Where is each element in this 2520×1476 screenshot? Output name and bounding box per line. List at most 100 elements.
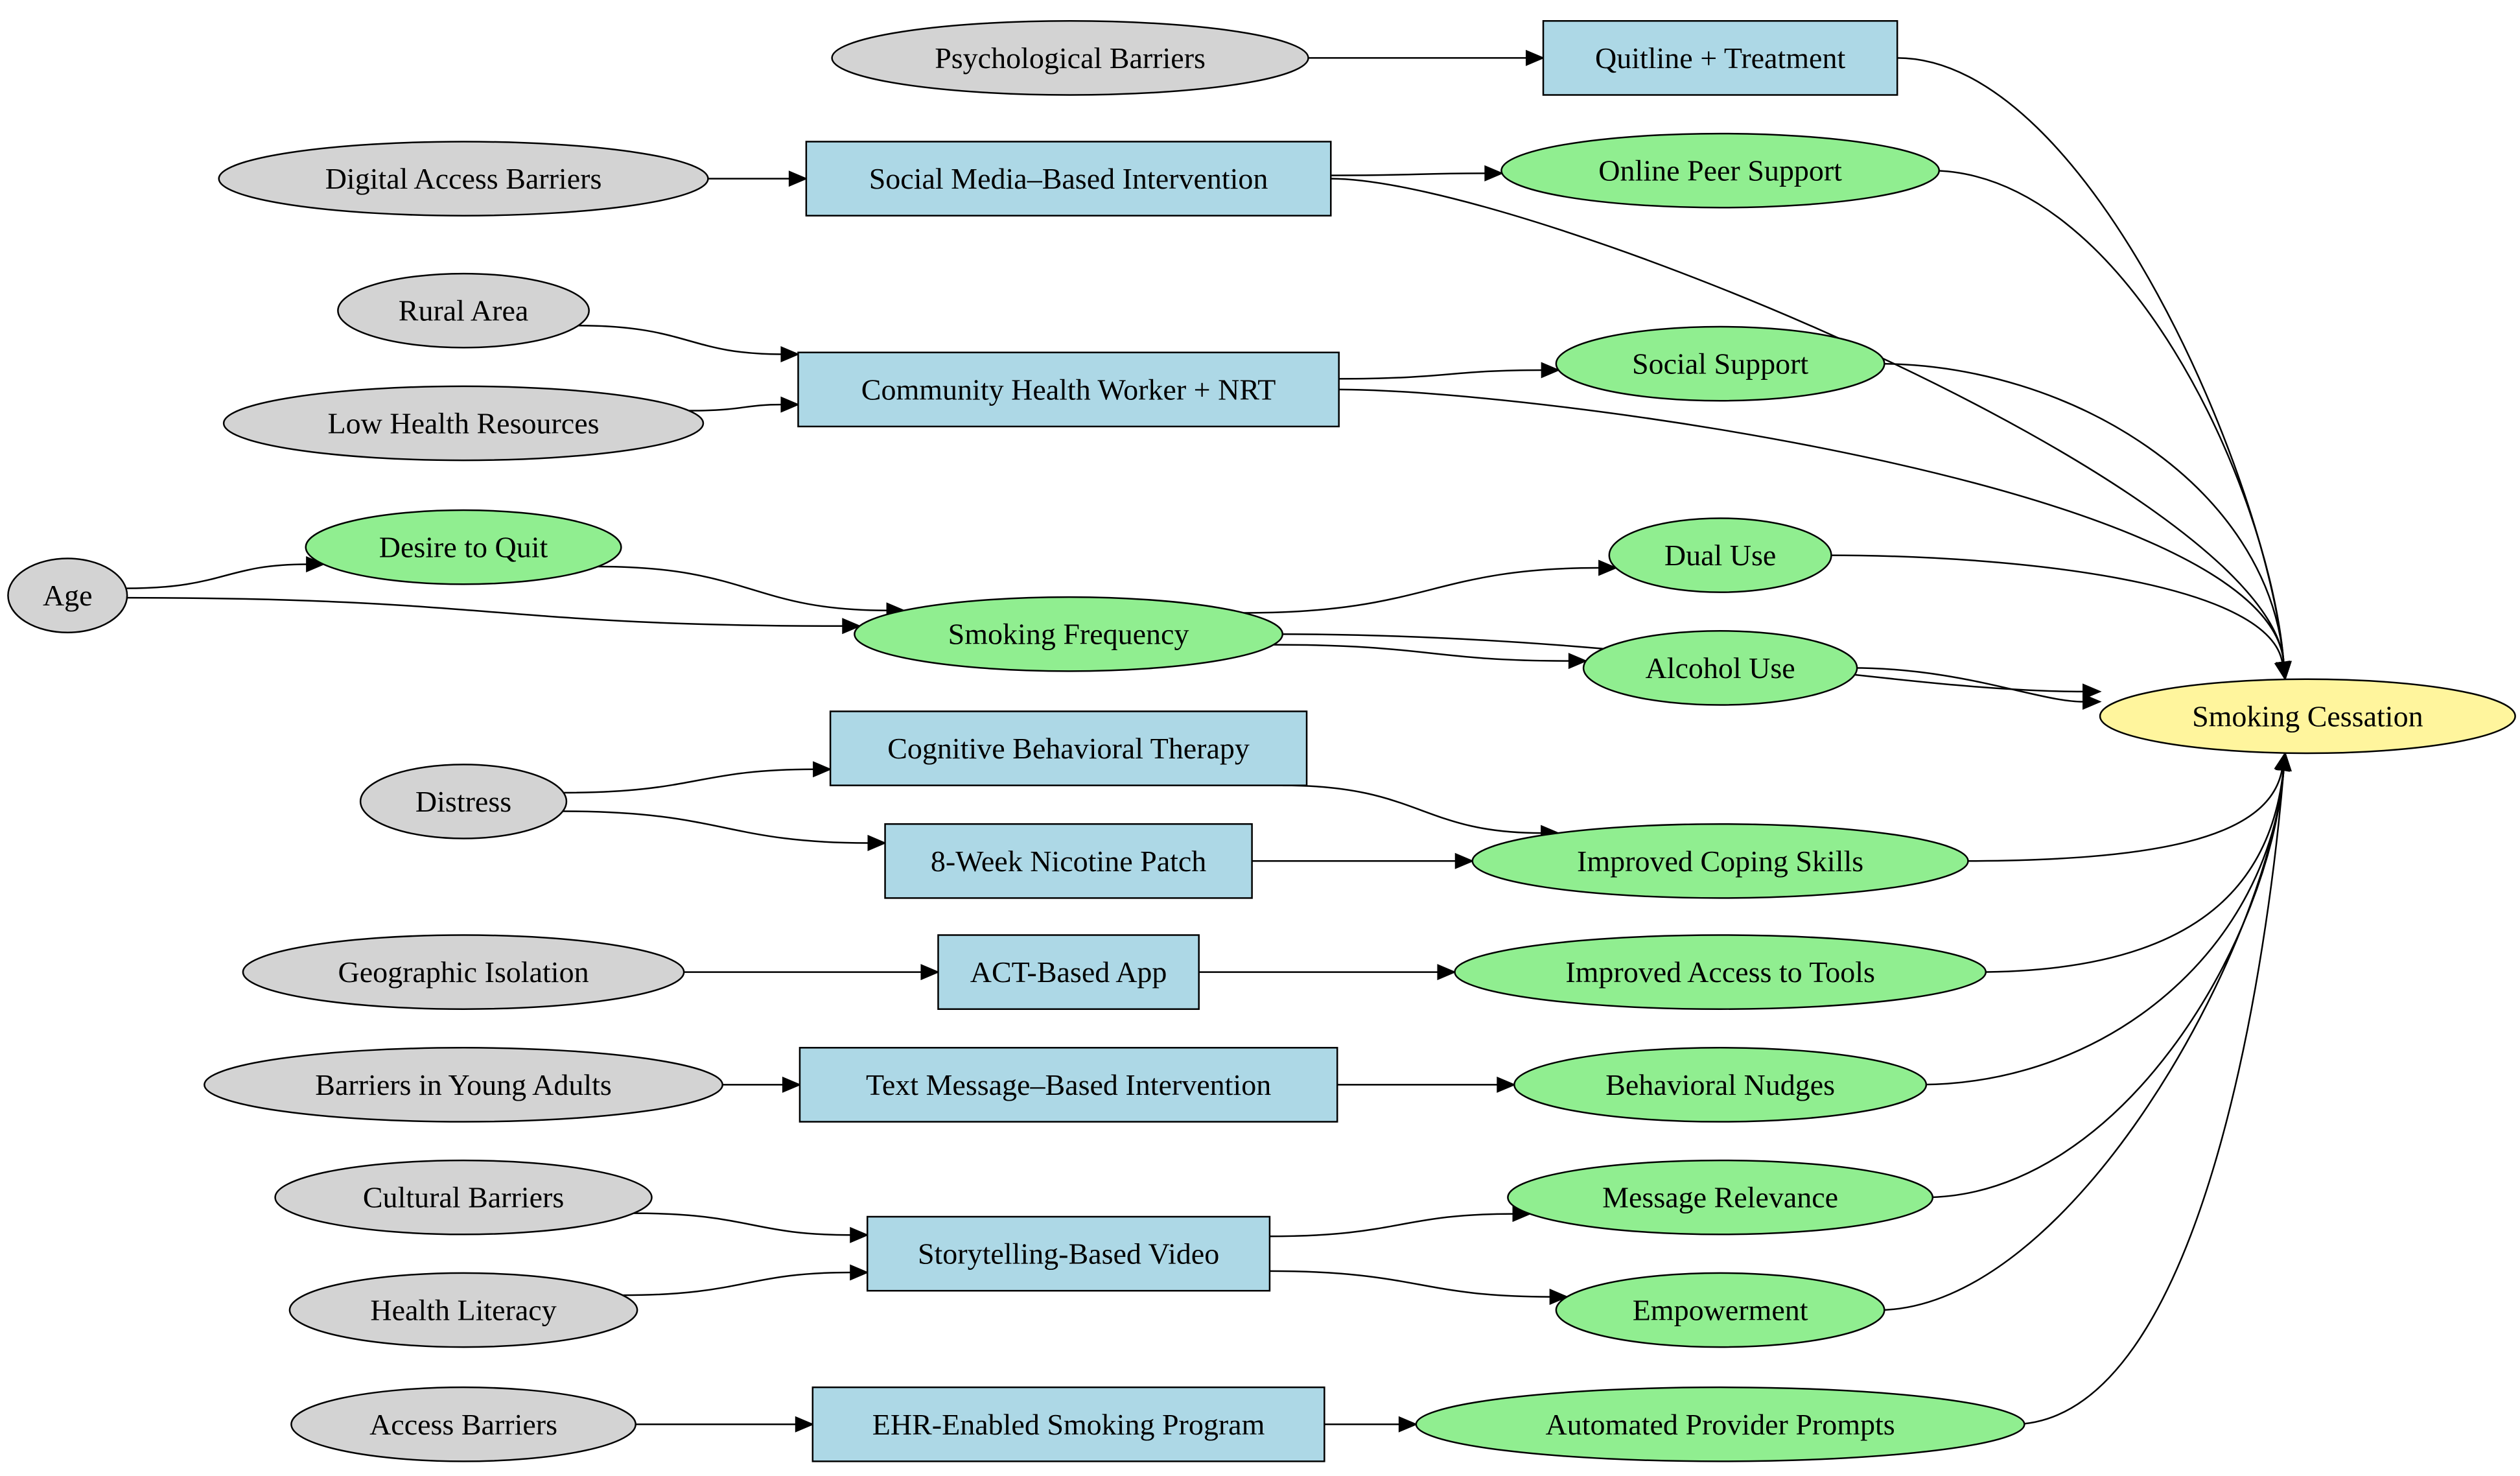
edge-health_literacy-to-storytelling [622, 1271, 851, 1296]
node-access-tools: Improved Access to Tools [1454, 934, 1987, 1010]
edge-social_support-to-cessation [1878, 362, 2285, 662]
edge-empowerment-to-cessation [1878, 769, 2285, 1311]
node-rural-area: Rural Area [337, 272, 590, 349]
factor-ellipse [204, 1047, 724, 1123]
node-label: Smoking Frequency [948, 618, 1189, 651]
arrowhead-age-to-smoking_frequency [842, 618, 861, 635]
node-label: Message Relevance [1602, 1181, 1838, 1214]
node-geo-isolation: Geographic Isolation [242, 934, 685, 1010]
node-label: Social Media–Based Intervention [869, 162, 1268, 195]
node-young-adult-barriers: Barriers in Young Adults [204, 1047, 724, 1123]
node-access-barriers: Access Barriers [290, 1386, 636, 1462]
edge-smoking_frequency-to-alcohol_use [1273, 644, 1569, 662]
factor-ellipse [359, 764, 568, 839]
mediator-ellipse [1507, 1159, 1934, 1236]
arrowhead-low_health_resources-to-chw_nrt [780, 396, 800, 413]
edge-access_tools-to-cessation [1975, 769, 2285, 973]
node-label: Empowerment [1633, 1293, 1808, 1326]
mediator-ellipse [1608, 517, 1832, 593]
edge-coping_skills-to-cessation [1958, 769, 2283, 862]
mediator-ellipse [1471, 823, 1969, 899]
node-cessation: Smoking Cessation [2099, 678, 2516, 755]
intervention-box [797, 351, 1340, 428]
node-label: Improved Access to Tools [1565, 955, 1875, 989]
node-label: Health Literacy [370, 1293, 556, 1326]
node-label: Barriers in Young Adults [315, 1068, 611, 1101]
node-label: Quitline + Treatment [1595, 41, 1845, 75]
edge-smoking_frequency-to-dual_use [1244, 567, 1600, 614]
edge-distress-to-nicotine_patch [563, 810, 869, 844]
edge-nudges-to-cessation [1918, 769, 2285, 1086]
mediator-ellipse [305, 509, 622, 585]
arrowhead-cultural_barriers-to-storytelling [850, 1226, 869, 1243]
arrowhead-distress-to-cbt [813, 761, 832, 778]
mediator-ellipse [1555, 1272, 1885, 1348]
node-ehr-program: EHR-Enabled Smoking Program [811, 1386, 1325, 1462]
node-quitline: Quitline + Treatment [1542, 20, 1898, 96]
arrowhead-smoking_frequency-to-alcohol_use [1568, 653, 1588, 670]
node-label: Improved Coping Skills [1577, 845, 1863, 878]
node-label: Low Health Resources [328, 406, 600, 439]
arrowhead-health_literacy-to-storytelling [850, 1264, 869, 1281]
node-online-peer-support: Online Peer Support [1500, 132, 1941, 209]
factor-ellipse [7, 557, 128, 633]
node-label: Online Peer Support [1598, 154, 1842, 187]
node-label: 8-Week Nicotine Patch [931, 845, 1206, 878]
mediator-ellipse [1415, 1386, 2025, 1462]
edge-age-to-desire_to_quit [126, 563, 307, 589]
mediator-ellipse [1555, 325, 1885, 402]
node-label: Automated Provider Prompts [1546, 1408, 1895, 1441]
intervention-box [866, 1215, 1271, 1292]
edge-alcohol_use-to-cessation [1851, 667, 2084, 703]
node-label: Psychological Barriers [935, 41, 1206, 75]
edge-distress-to-cbt [563, 768, 814, 794]
arrowhead-distress-to-nicotine_patch [867, 834, 887, 851]
node-message-relevance: Message Relevance [1507, 1159, 1934, 1236]
factor-ellipse [290, 1386, 636, 1462]
arrowhead-smoking_frequency-to-dual_use [1598, 559, 1618, 576]
factor-ellipse [222, 385, 705, 462]
node-label: Cognitive Behavioral Therapy [887, 732, 1250, 765]
edge-storytelling-to-empowerment [1269, 1270, 1550, 1298]
outcome-ellipse [2099, 678, 2516, 755]
intervention-box [811, 1386, 1325, 1462]
node-nudges: Behavioral Nudges [1513, 1047, 1928, 1123]
node-act-app: ACT-Based App [937, 934, 1200, 1010]
node-label: Community Health Worker + NRT [861, 373, 1276, 406]
intervention-box [1542, 20, 1898, 96]
intervention-box [799, 1047, 1338, 1123]
edge-cbt-to-coping_skills [1282, 784, 1542, 834]
node-smoking-frequency: Smoking Frequency [854, 596, 1284, 672]
node-low-health-resources: Low Health Resources [222, 385, 705, 462]
node-social-media: Social Media–Based Intervention [805, 141, 1332, 217]
factor-ellipse [288, 1272, 638, 1348]
arrowhead-rural_area-to-chw_nrt [780, 346, 800, 362]
edge-dual_use-to-cessation [1826, 554, 2283, 663]
arrowhead-digital_access-to-social_media [788, 170, 808, 187]
edge-chw_nrt-to-social_support [1338, 369, 1542, 380]
node-provider-prompts: Automated Provider Prompts [1415, 1386, 2025, 1462]
node-label: Text Message–Based Intervention [866, 1068, 1271, 1101]
node-label: Rural Area [399, 294, 529, 327]
factor-ellipse [242, 934, 685, 1010]
node-label: Smoking Cessation [2192, 699, 2423, 732]
node-label: ACT-Based App [970, 955, 1167, 989]
factor-ellipse [831, 20, 1309, 96]
node-dual-use: Dual Use [1608, 517, 1832, 593]
arrowhead-text_message-to-nudges [1497, 1076, 1516, 1093]
edge-rural_area-to-chw_nrt [578, 325, 782, 355]
intervention-box [829, 710, 1308, 786]
mediator-ellipse [1582, 630, 1858, 706]
arrowhead-nicotine_patch-to-coping_skills [1454, 852, 1475, 869]
node-label: EHR-Enabled Smoking Program [872, 1408, 1265, 1441]
node-label: Cultural Barriers [363, 1181, 564, 1214]
edge-quitline-to-cessation [1897, 57, 2285, 662]
node-empowerment: Empowerment [1555, 1272, 1885, 1348]
arrowhead-smoking_frequency-to-cessation [2082, 683, 2102, 700]
edge-desire_to_quit-to-smoking_frequency [598, 565, 887, 611]
arrowhead-provider_prompts-to-cessation [2275, 751, 2292, 771]
edge-message_relevance-to-cessation [1924, 769, 2285, 1199]
mediator-ellipse [1500, 132, 1941, 209]
node-coping-skills: Improved Coping Skills [1471, 823, 1969, 899]
